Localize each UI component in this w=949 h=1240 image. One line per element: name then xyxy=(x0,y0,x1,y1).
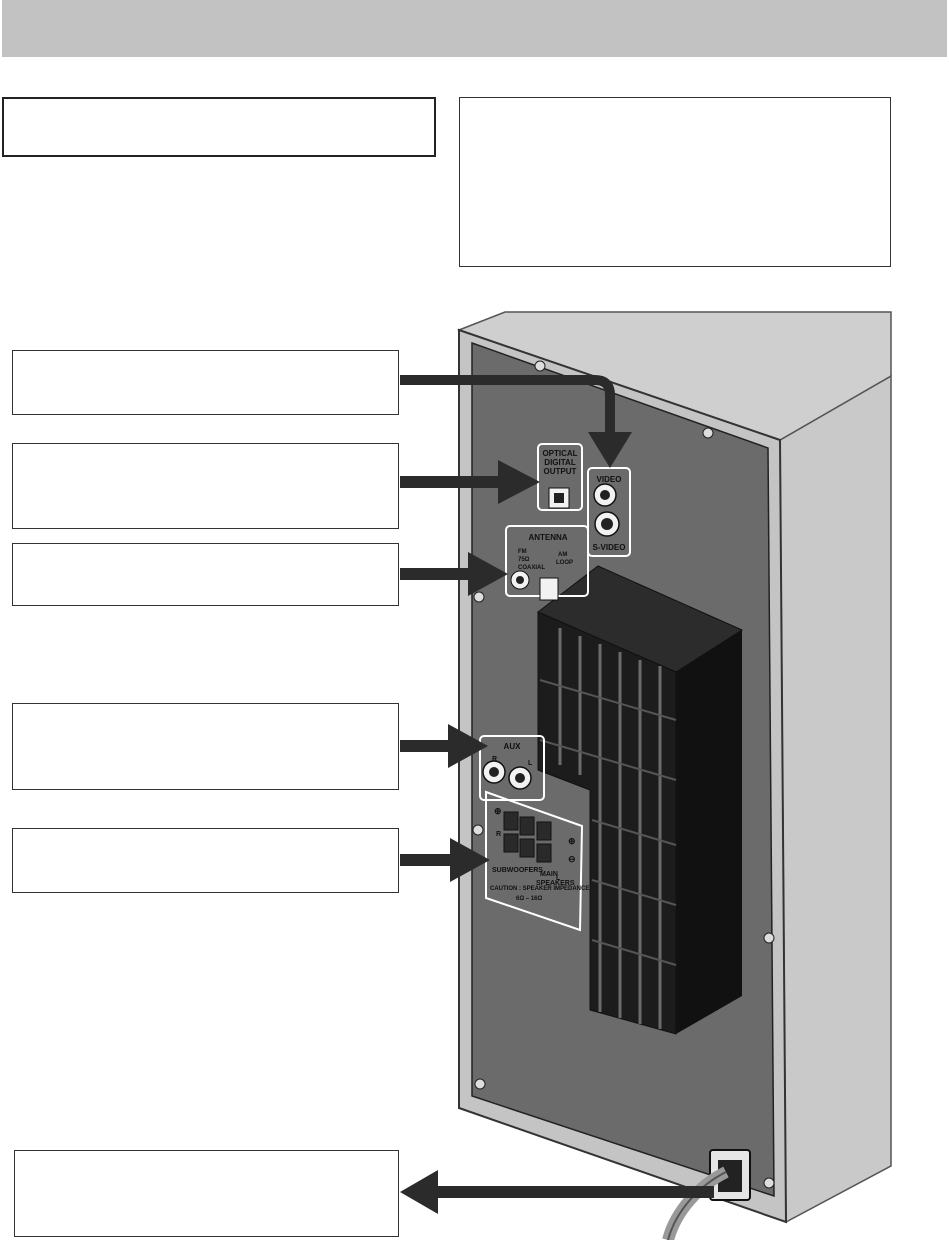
optical-label-3: OUTPUT xyxy=(544,467,577,476)
optical-label-2: DIGITAL xyxy=(544,458,576,467)
callout-speakers xyxy=(12,828,399,893)
arrow-right-icon xyxy=(400,460,540,882)
speaker-terminals: ⊕ ⊕ ⊖ R L SUBWOOFERS MAIN SPEAKERS CAUTI… xyxy=(485,790,589,932)
callout-video xyxy=(12,350,399,415)
aux-l-label: L xyxy=(528,760,533,767)
am-label-1: AM xyxy=(558,552,567,558)
optical-output: OPTICAL DIGITAL OUTPUT xyxy=(537,443,583,511)
minus-label: ⊖ xyxy=(568,854,576,864)
callout-power xyxy=(14,1150,399,1237)
aux-r-label: R xyxy=(492,756,497,763)
heatsink xyxy=(537,565,744,1035)
s-video-label: S-VIDEO xyxy=(593,543,626,552)
fm-label-1: FM xyxy=(518,549,527,555)
l-label: L xyxy=(556,875,561,882)
video-label: VIDEO xyxy=(597,475,622,484)
r-label: R xyxy=(496,831,501,838)
am-label-2: LOOP xyxy=(556,560,573,566)
screw-icon xyxy=(472,360,775,1189)
callout-top-left xyxy=(2,97,436,157)
callout-aux xyxy=(12,703,399,790)
antenna-label: ANTENNA xyxy=(528,533,567,542)
antenna-terminals: ANTENNA FM 75Ω COAXIAL AM LOOP xyxy=(505,525,589,601)
plus-label-right: ⊕ xyxy=(568,836,576,846)
arrow-down-icon xyxy=(400,375,632,468)
main-speakers-label-1: MAIN xyxy=(540,871,558,878)
arrow-left-icon xyxy=(400,1170,714,1214)
optical-label-1: OPTICAL xyxy=(542,449,577,458)
aux-jacks: AUX R L xyxy=(479,735,545,801)
impedance-label: 6Ω – 16Ω xyxy=(516,896,542,902)
callout-antenna xyxy=(12,543,399,606)
aux-label: AUX xyxy=(504,742,522,751)
header-bar xyxy=(2,0,947,57)
video-jacks: VIDEO S-VIDEO xyxy=(587,467,631,557)
caution-label: CAUTION : SPEAKER IMPEDANCE xyxy=(490,886,589,892)
callout-optical xyxy=(12,443,399,529)
fm-label-2: 75Ω xyxy=(518,557,530,563)
callout-top-right xyxy=(459,97,891,267)
subwoofers-label: SUBWOOFERS xyxy=(492,867,543,874)
main-speakers-label-2: SPEAKERS xyxy=(536,880,575,887)
plus-label-left: ⊕ xyxy=(494,806,502,816)
fm-label-3: COAXIAL xyxy=(518,565,545,571)
cabinet-side xyxy=(779,374,892,1224)
